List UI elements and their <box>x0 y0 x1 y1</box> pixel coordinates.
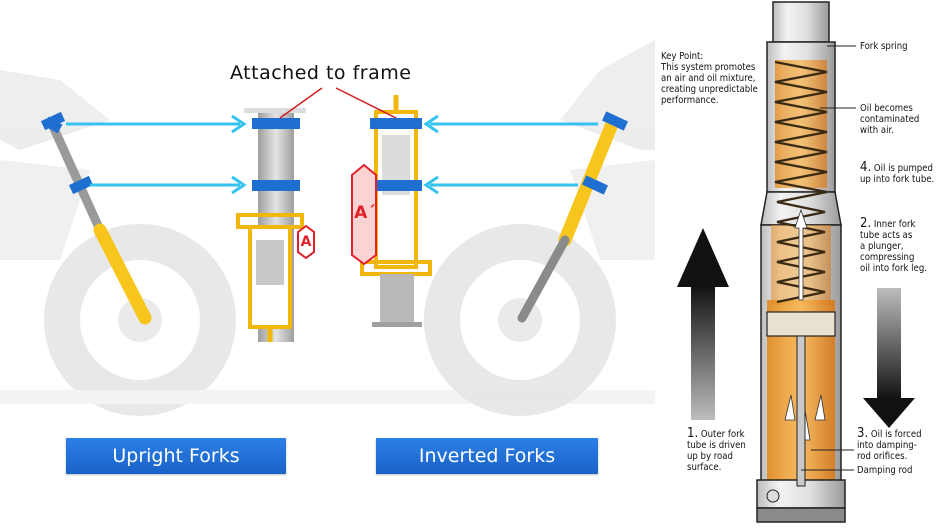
step-2-text: Inner fork tube acts as a plunger, compr… <box>860 219 927 274</box>
motorcycle-background-left <box>0 70 655 416</box>
step-3-number: 3. <box>857 426 869 441</box>
step-1-text: Outer fork tube is driven up by road sur… <box>687 429 746 473</box>
step-1-number: 1. <box>687 426 699 441</box>
fork-spring-label: Fork spring <box>860 41 908 52</box>
marker-a-prime-label: A´ <box>354 203 376 223</box>
upright-fork-diagram <box>236 108 306 342</box>
step-3-text: Oil is forced into damping- rod orifices… <box>857 429 922 462</box>
oil-contaminated-label: Oil becomes contaminated with air. <box>860 103 920 136</box>
frame-arrows <box>66 114 598 195</box>
fork-comparison-diagram <box>0 40 655 416</box>
marker-a-label: A <box>300 234 312 250</box>
callout-lines <box>801 45 856 471</box>
inverted-fork-bike <box>517 111 628 323</box>
fork-comparison-panel: Attached to frame A A´ Upright Forks Inv… <box>0 40 655 474</box>
attached-to-frame-label: Attached to frame <box>230 62 412 84</box>
step-4-number: 4. <box>860 160 872 175</box>
attached-leader-lines <box>279 87 397 119</box>
step-2-number: 2. <box>860 216 872 231</box>
step-2-callout: 2. Inner fork tube acts as a plunger, co… <box>860 216 950 274</box>
inverted-forks-button[interactable]: Inverted Forks <box>376 438 598 474</box>
damping-rod-label: Damping rod <box>857 465 913 476</box>
step-1-callout: 1. Outer fork tube is driven up by road … <box>687 426 759 473</box>
up-arrow <box>677 228 729 420</box>
step-4-text: Oil is pumped up into fork tube. <box>860 163 935 185</box>
step-4-callout: 4. Oil is pumped up into fork tube. <box>860 160 948 185</box>
fork-spring <box>774 60 828 304</box>
down-arrow <box>863 288 915 428</box>
marker-a <box>297 224 315 260</box>
marker-a-prime <box>351 163 377 266</box>
upright-fork-bike <box>40 111 152 325</box>
key-point-note: Key Point: This system promotes an air a… <box>661 51 758 106</box>
inverted-fork-diagram <box>360 95 432 327</box>
damping-rod-panel: Key Point: This system promotes an air a… <box>655 0 950 530</box>
damping-rod <box>796 335 806 487</box>
step-3-callout: 3. Oil is forced into damping- rod orifi… <box>857 426 949 462</box>
damping-rod-diagram <box>677 1 915 523</box>
motorcycle-background-right <box>424 40 655 416</box>
upright-forks-button[interactable]: Upright Forks <box>66 438 286 474</box>
